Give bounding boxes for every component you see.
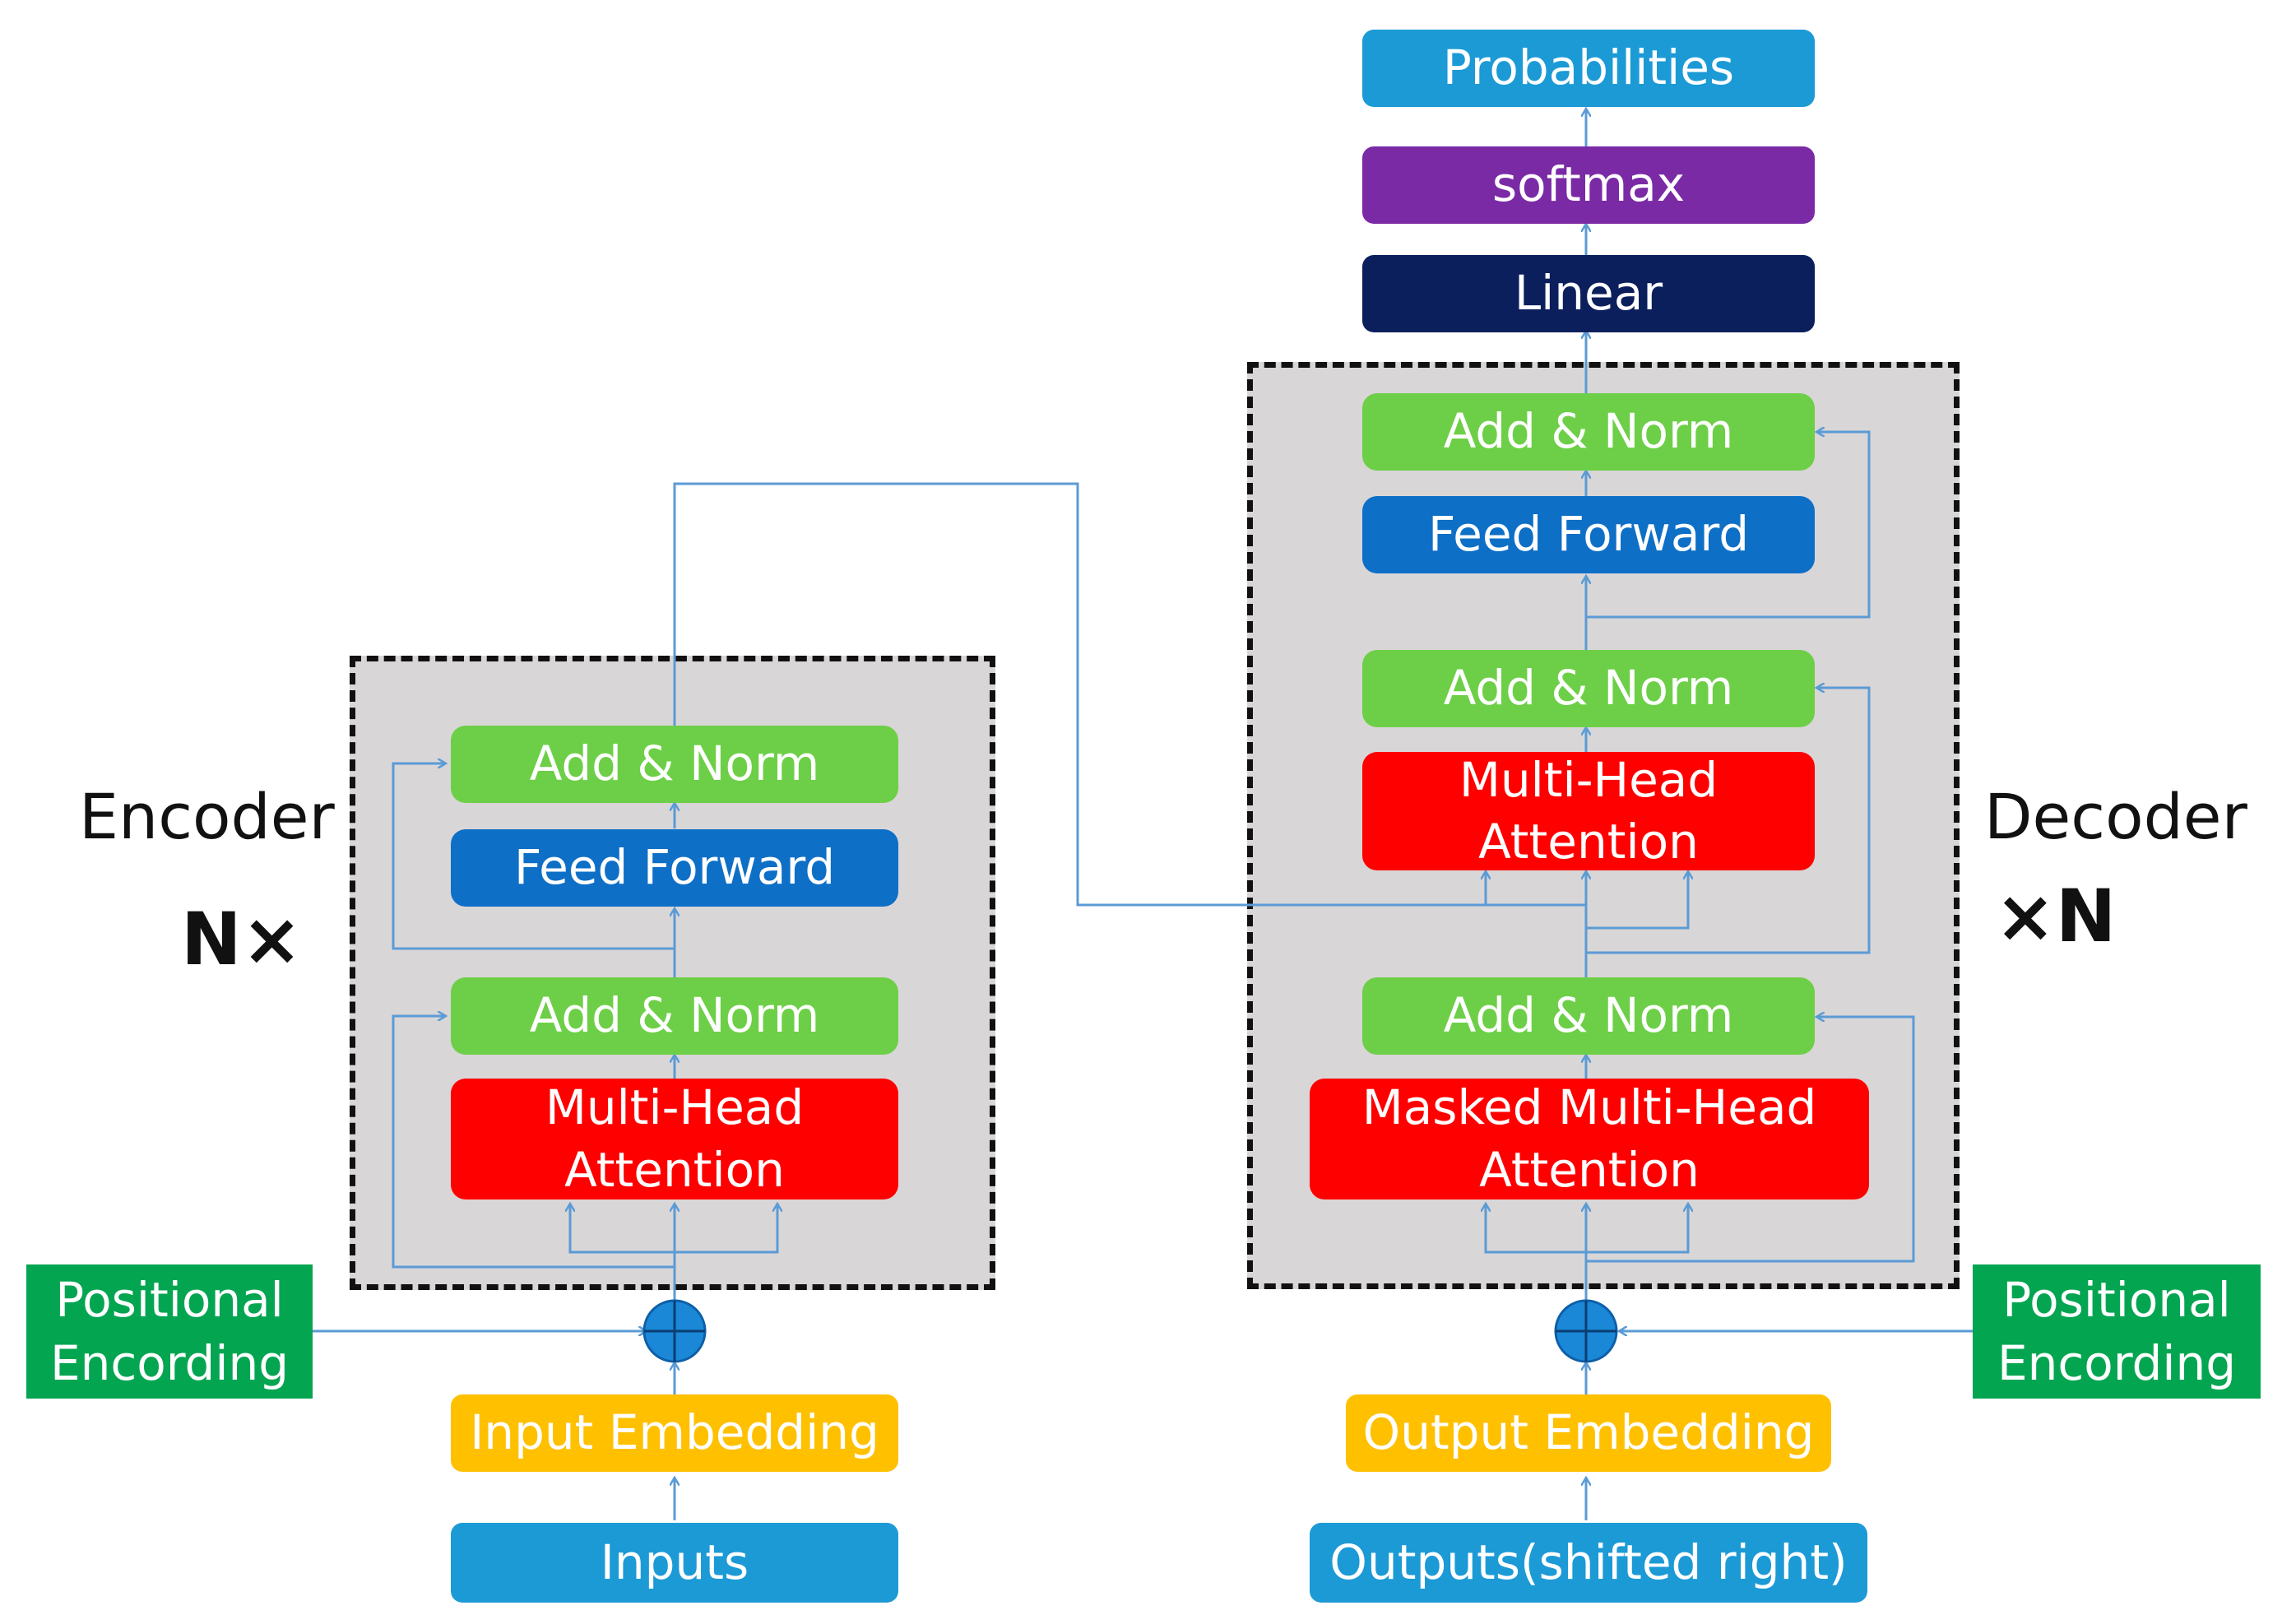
- enc-add-norm-bottom: Add & Norm: [451, 977, 898, 1055]
- enc-input-embedding: Input Embedding: [451, 1394, 898, 1472]
- dec-probabilities: Probabilities: [1362, 30, 1815, 107]
- dec-add-norm-top: Add & Norm: [1362, 393, 1815, 471]
- dec-sum-node: [1554, 1299, 1618, 1363]
- dec-add-norm-mid: Add & Norm: [1362, 650, 1815, 727]
- enc-sum-node: [642, 1299, 707, 1363]
- enc-add-norm-top: Add & Norm: [451, 726, 898, 803]
- enc-inputs: Inputs: [451, 1523, 898, 1603]
- decoder-label: Decoder: [1984, 780, 2247, 853]
- decoder-n-label: ×N: [1995, 874, 2117, 958]
- enc-wire-attn-right: [675, 1204, 777, 1254]
- enc-residual-1: [392, 1016, 675, 1269]
- dec-residual-2: [1586, 688, 1871, 954]
- dec-outputs-shifted-right: Outputs(shifted right): [1310, 1523, 1867, 1603]
- dec-residual-3: [1586, 432, 1871, 619]
- dec-positional-encoding: Positional Encording: [1973, 1264, 2261, 1399]
- enc-wire-attn-left: [570, 1204, 675, 1254]
- dec-add-norm-bottom: Add & Norm: [1362, 977, 1815, 1055]
- encoder-n-label: N×: [181, 897, 303, 981]
- enc-to-dec-wire: [673, 482, 1586, 907]
- dec-feed-forward: Feed Forward: [1362, 496, 1815, 573]
- enc-residual-2: [392, 763, 675, 950]
- enc-multi-head-attention: Multi-Head Attention: [451, 1079, 898, 1199]
- dec-output-embedding: Output Embedding: [1346, 1394, 1831, 1472]
- dec-residual-1: [1586, 1017, 1915, 1263]
- dec-softmax: softmax: [1362, 146, 1815, 224]
- dec-masked-multi-head-attention: Masked Multi-Head Attention: [1310, 1079, 1869, 1199]
- dec-wire-q-branch: [1586, 871, 1688, 930]
- dec-multi-head-attention: Multi-Head Attention: [1362, 752, 1815, 870]
- encoder-label: Encoder: [79, 780, 335, 853]
- dec-wire-masked-left: [1486, 1204, 1586, 1254]
- dec-wire-masked-right: [1586, 1204, 1688, 1254]
- dec-linear: Linear: [1362, 255, 1815, 332]
- enc-positional-encoding: Positional Encording: [26, 1264, 313, 1399]
- enc-feed-forward: Feed Forward: [451, 829, 898, 907]
